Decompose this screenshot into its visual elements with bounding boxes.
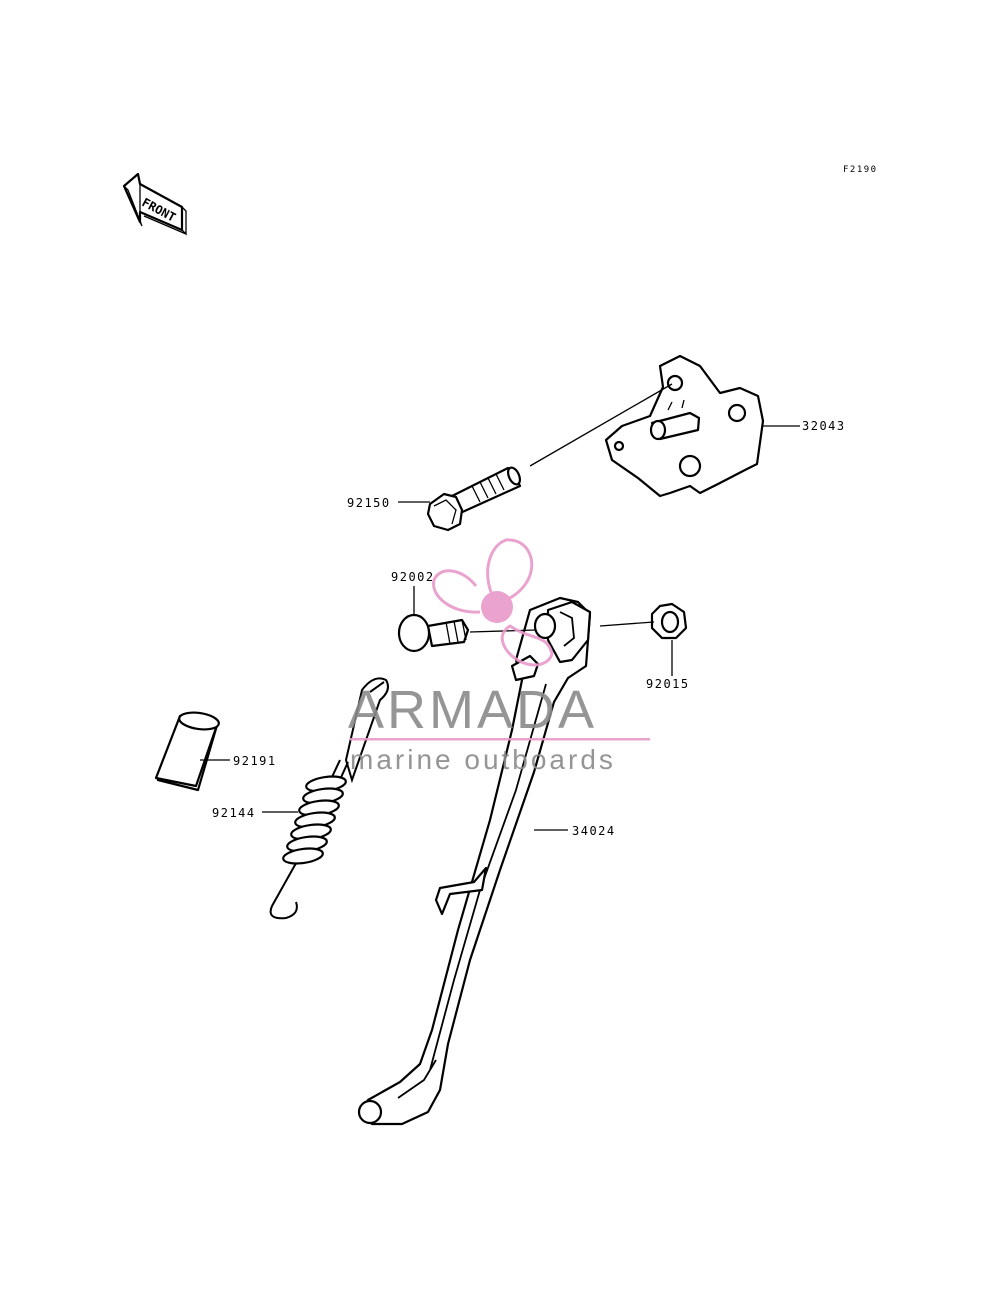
part-label-92191: 92191 <box>233 754 277 768</box>
armada-watermark: ARMADA marine outboards <box>348 538 650 775</box>
figure-code: F2190 <box>843 165 878 175</box>
bracket-32043 <box>604 354 765 498</box>
bolt-92150 <box>426 466 522 532</box>
watermark-divider <box>350 738 650 741</box>
propeller-logo-icon <box>432 538 554 667</box>
nut-92015 <box>650 602 688 640</box>
side-stand-34024 <box>357 596 592 1126</box>
part-label-34024: 34024 <box>572 824 616 838</box>
part-label-92150: 92150 <box>347 496 391 510</box>
watermark-brand: ARMADA <box>348 680 597 740</box>
spring-coils <box>282 775 347 865</box>
pivot-bolt-92002 <box>397 613 470 653</box>
spring-92144 <box>269 677 389 920</box>
watermark-tagline: marine outboards <box>350 744 616 775</box>
part-label-92144: 92144 <box>212 806 256 820</box>
collar-92191 <box>154 711 220 792</box>
part-label-32043: 32043 <box>802 419 846 433</box>
front-arrow-icon: FRONT <box>122 172 187 236</box>
part-label-92002: 92002 <box>391 570 435 584</box>
part-label-92015: 92015 <box>646 677 690 691</box>
